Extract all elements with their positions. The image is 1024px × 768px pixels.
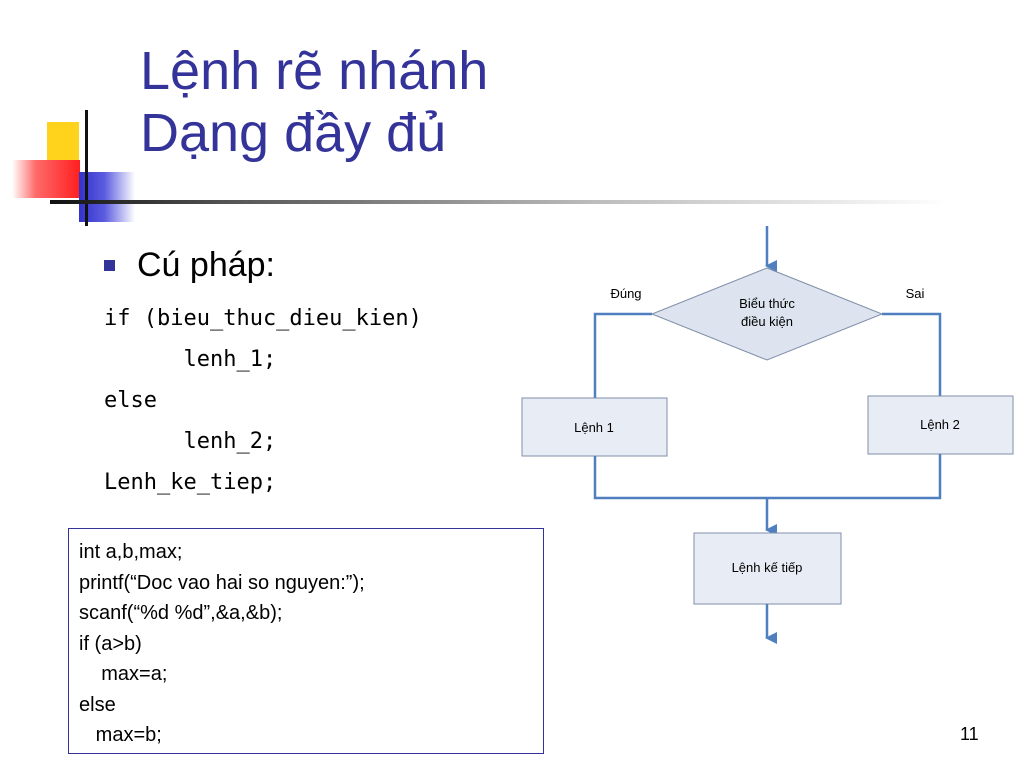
example-line: printf(“Doc vao hai so nguyen:”);: [79, 571, 365, 594]
logo-blue-square: [79, 172, 135, 222]
bullet-text: Cú pháp:: [137, 246, 275, 284]
example-line: if (a>b): [79, 632, 142, 655]
logo-vertical-line: [85, 110, 88, 226]
example-code-box: int a,b,max; printf(“Doc vao hai so nguy…: [68, 528, 544, 754]
true-label: Đúng: [610, 286, 641, 301]
syntax-line: lenh_2;: [104, 429, 277, 454]
condition-diamond: [650, 267, 884, 361]
true-branch-connector: [593, 312, 652, 398]
example-line: max=a;: [79, 663, 168, 685]
next-stmt-label: Lệnh kế tiếp: [732, 560, 803, 575]
page-number: 11: [960, 724, 979, 744]
stmt1-label: Lệnh 1: [574, 420, 614, 435]
condition-text-line-2: điều kiện: [741, 314, 793, 329]
condition-text-line-1: Biểu thức: [739, 296, 795, 311]
syntax-code-block: if (bieu_thuc_dieu_kien) lenh_1; else le…: [104, 298, 422, 503]
next-stmt-box: [693, 532, 842, 605]
title-line-1: Lệnh rẽ nhánh: [140, 41, 489, 101]
bullet-icon: [104, 260, 115, 271]
example-line: int a,b,max;: [79, 541, 183, 563]
example-line: max=b;: [79, 724, 162, 746]
syntax-line: lenh_1;: [104, 347, 277, 372]
slide-title: Lệnh rẽ nhánh Dạng đầy đủ: [140, 40, 488, 164]
merge-connector: [593, 454, 942, 500]
example-line: else: [79, 693, 116, 716]
syntax-line: Lenh_ke_tiep;: [104, 470, 277, 495]
logo-red-square: [12, 160, 80, 198]
title-underline: [50, 200, 950, 204]
example-line: scanf(“%d %d”,&a,&b);: [79, 602, 283, 624]
stmt2-box: [867, 395, 1014, 455]
syntax-line: else: [104, 388, 157, 413]
title-line-2: Dạng đầy đủ: [140, 103, 447, 163]
false-branch-connector: [882, 312, 942, 396]
syntax-line: if (bieu_thuc_dieu_kien): [104, 306, 422, 331]
stmt2-label: Lệnh 2: [920, 417, 960, 432]
bullet-syntax: Cú pháp:: [104, 246, 275, 285]
logo-yellow-square: [47, 122, 79, 164]
false-label: Sai: [906, 286, 925, 301]
